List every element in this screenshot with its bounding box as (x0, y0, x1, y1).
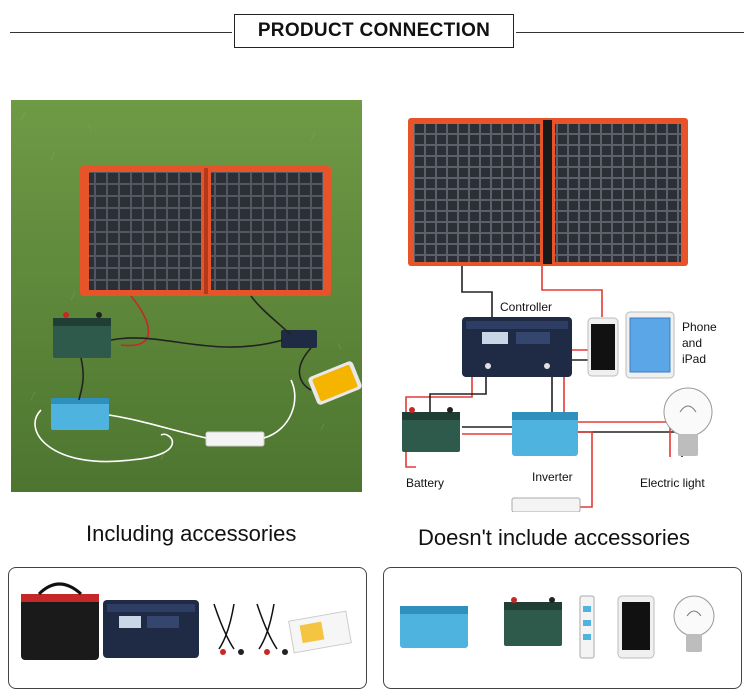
phone-photo (308, 361, 362, 405)
setup-photo (11, 100, 362, 492)
carry-bag-icon (21, 582, 99, 660)
inverter-diagram (512, 412, 578, 456)
phone-label-line2: and (682, 336, 703, 350)
not-included-accessories-panel (383, 567, 742, 689)
power-strip-diagram (511, 497, 581, 513)
ipad-diagram (625, 311, 675, 379)
included-accessories-illustration (21, 582, 352, 660)
power-strip-photo (205, 431, 265, 447)
phone-icon (617, 595, 655, 659)
solar-panel-photo (80, 166, 331, 296)
caption-not-including-accessories: Doesn't include accessories (418, 525, 691, 550)
phone-diagram (587, 317, 619, 377)
controller-label: Controller (500, 300, 553, 314)
header-title-box: PRODUCT CONNECTION (234, 14, 514, 48)
included-accessories-panel (8, 567, 367, 689)
solar-panel-diagram (408, 118, 688, 266)
header-rule-right (516, 32, 744, 33)
charge-controller-diagram (462, 317, 572, 377)
controller-photo (281, 330, 317, 348)
power-strip-icon (579, 595, 595, 659)
battery-photo (53, 312, 111, 358)
light-bulb-diagram (663, 387, 713, 456)
battery-icon (504, 597, 562, 646)
charge-controller-icon (103, 600, 199, 658)
electric-light-label: Electric light (640, 476, 705, 490)
header-rule-left (10, 32, 232, 33)
caption-including-accessories: Including accessories (86, 521, 297, 546)
phone-label-line3: iPad (682, 352, 707, 366)
connection-diagram: Controller Phone and iPad Battery Invert… (392, 112, 732, 513)
inverter-photo (51, 398, 109, 430)
battery-label: Battery (406, 476, 445, 490)
inverter-icon (400, 606, 468, 648)
inverter-label: Inverter (532, 470, 573, 484)
light-bulb-icon (673, 595, 715, 652)
battery-diagram (402, 407, 460, 452)
phone-label-line1: Phone (682, 320, 717, 334)
manual-icon (288, 610, 352, 654)
cables-icon (213, 603, 288, 655)
not-included-accessories-illustration (400, 595, 715, 659)
setup-photo-illustration (11, 100, 362, 492)
connection-diagram-illustration (402, 118, 713, 513)
page-title: PRODUCT CONNECTION (257, 20, 491, 41)
